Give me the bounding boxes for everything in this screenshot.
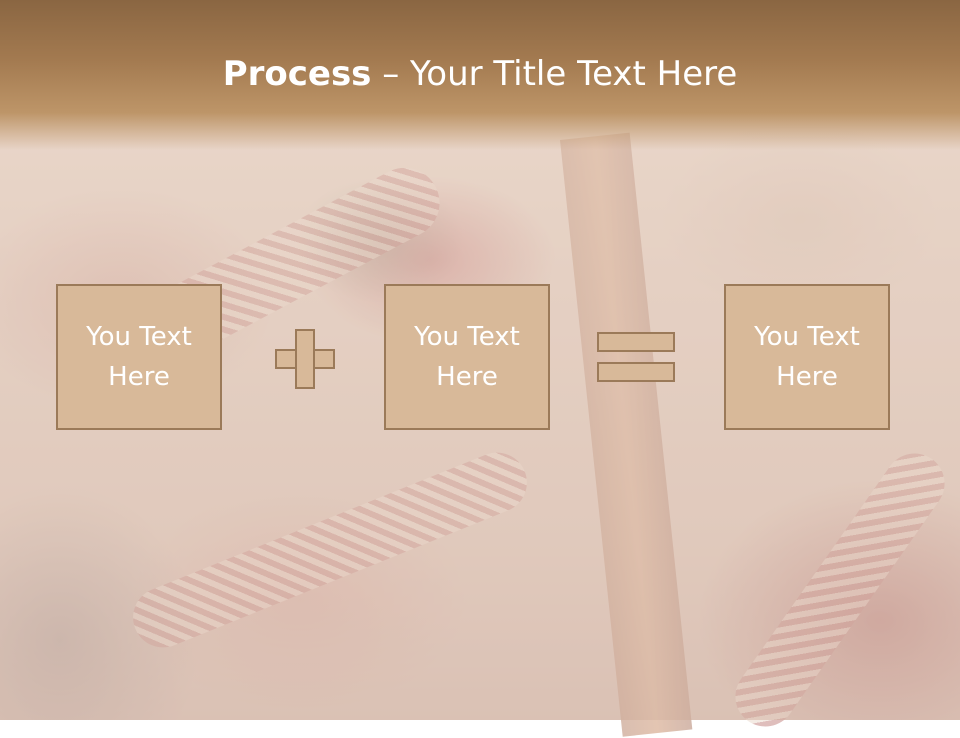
process-box-3-text: You Text Here (742, 317, 872, 397)
slide-title-rest: – Your Title Text Here (371, 54, 738, 94)
process-box-2-line1: You Text (414, 322, 520, 352)
process-box-3-line2: Here (776, 362, 838, 392)
process-box-3[interactable]: You Text Here (724, 284, 890, 430)
slide-title-bold: Process (222, 54, 372, 94)
process-box-2[interactable]: You Text Here (384, 284, 550, 430)
equals-icon (597, 332, 675, 384)
title-band (0, 0, 960, 150)
process-box-1[interactable]: You Text Here (56, 284, 222, 430)
plus-icon (275, 329, 335, 389)
process-box-1-text: You Text Here (74, 317, 204, 397)
process-box-2-text: You Text Here (402, 317, 532, 397)
process-box-3-line1: You Text (754, 322, 860, 352)
slide-title: Process – Your Title Text Here (0, 52, 960, 96)
process-box-1-line2: Here (108, 362, 170, 392)
process-box-2-line2: Here (436, 362, 498, 392)
process-box-1-line1: You Text (86, 322, 192, 352)
